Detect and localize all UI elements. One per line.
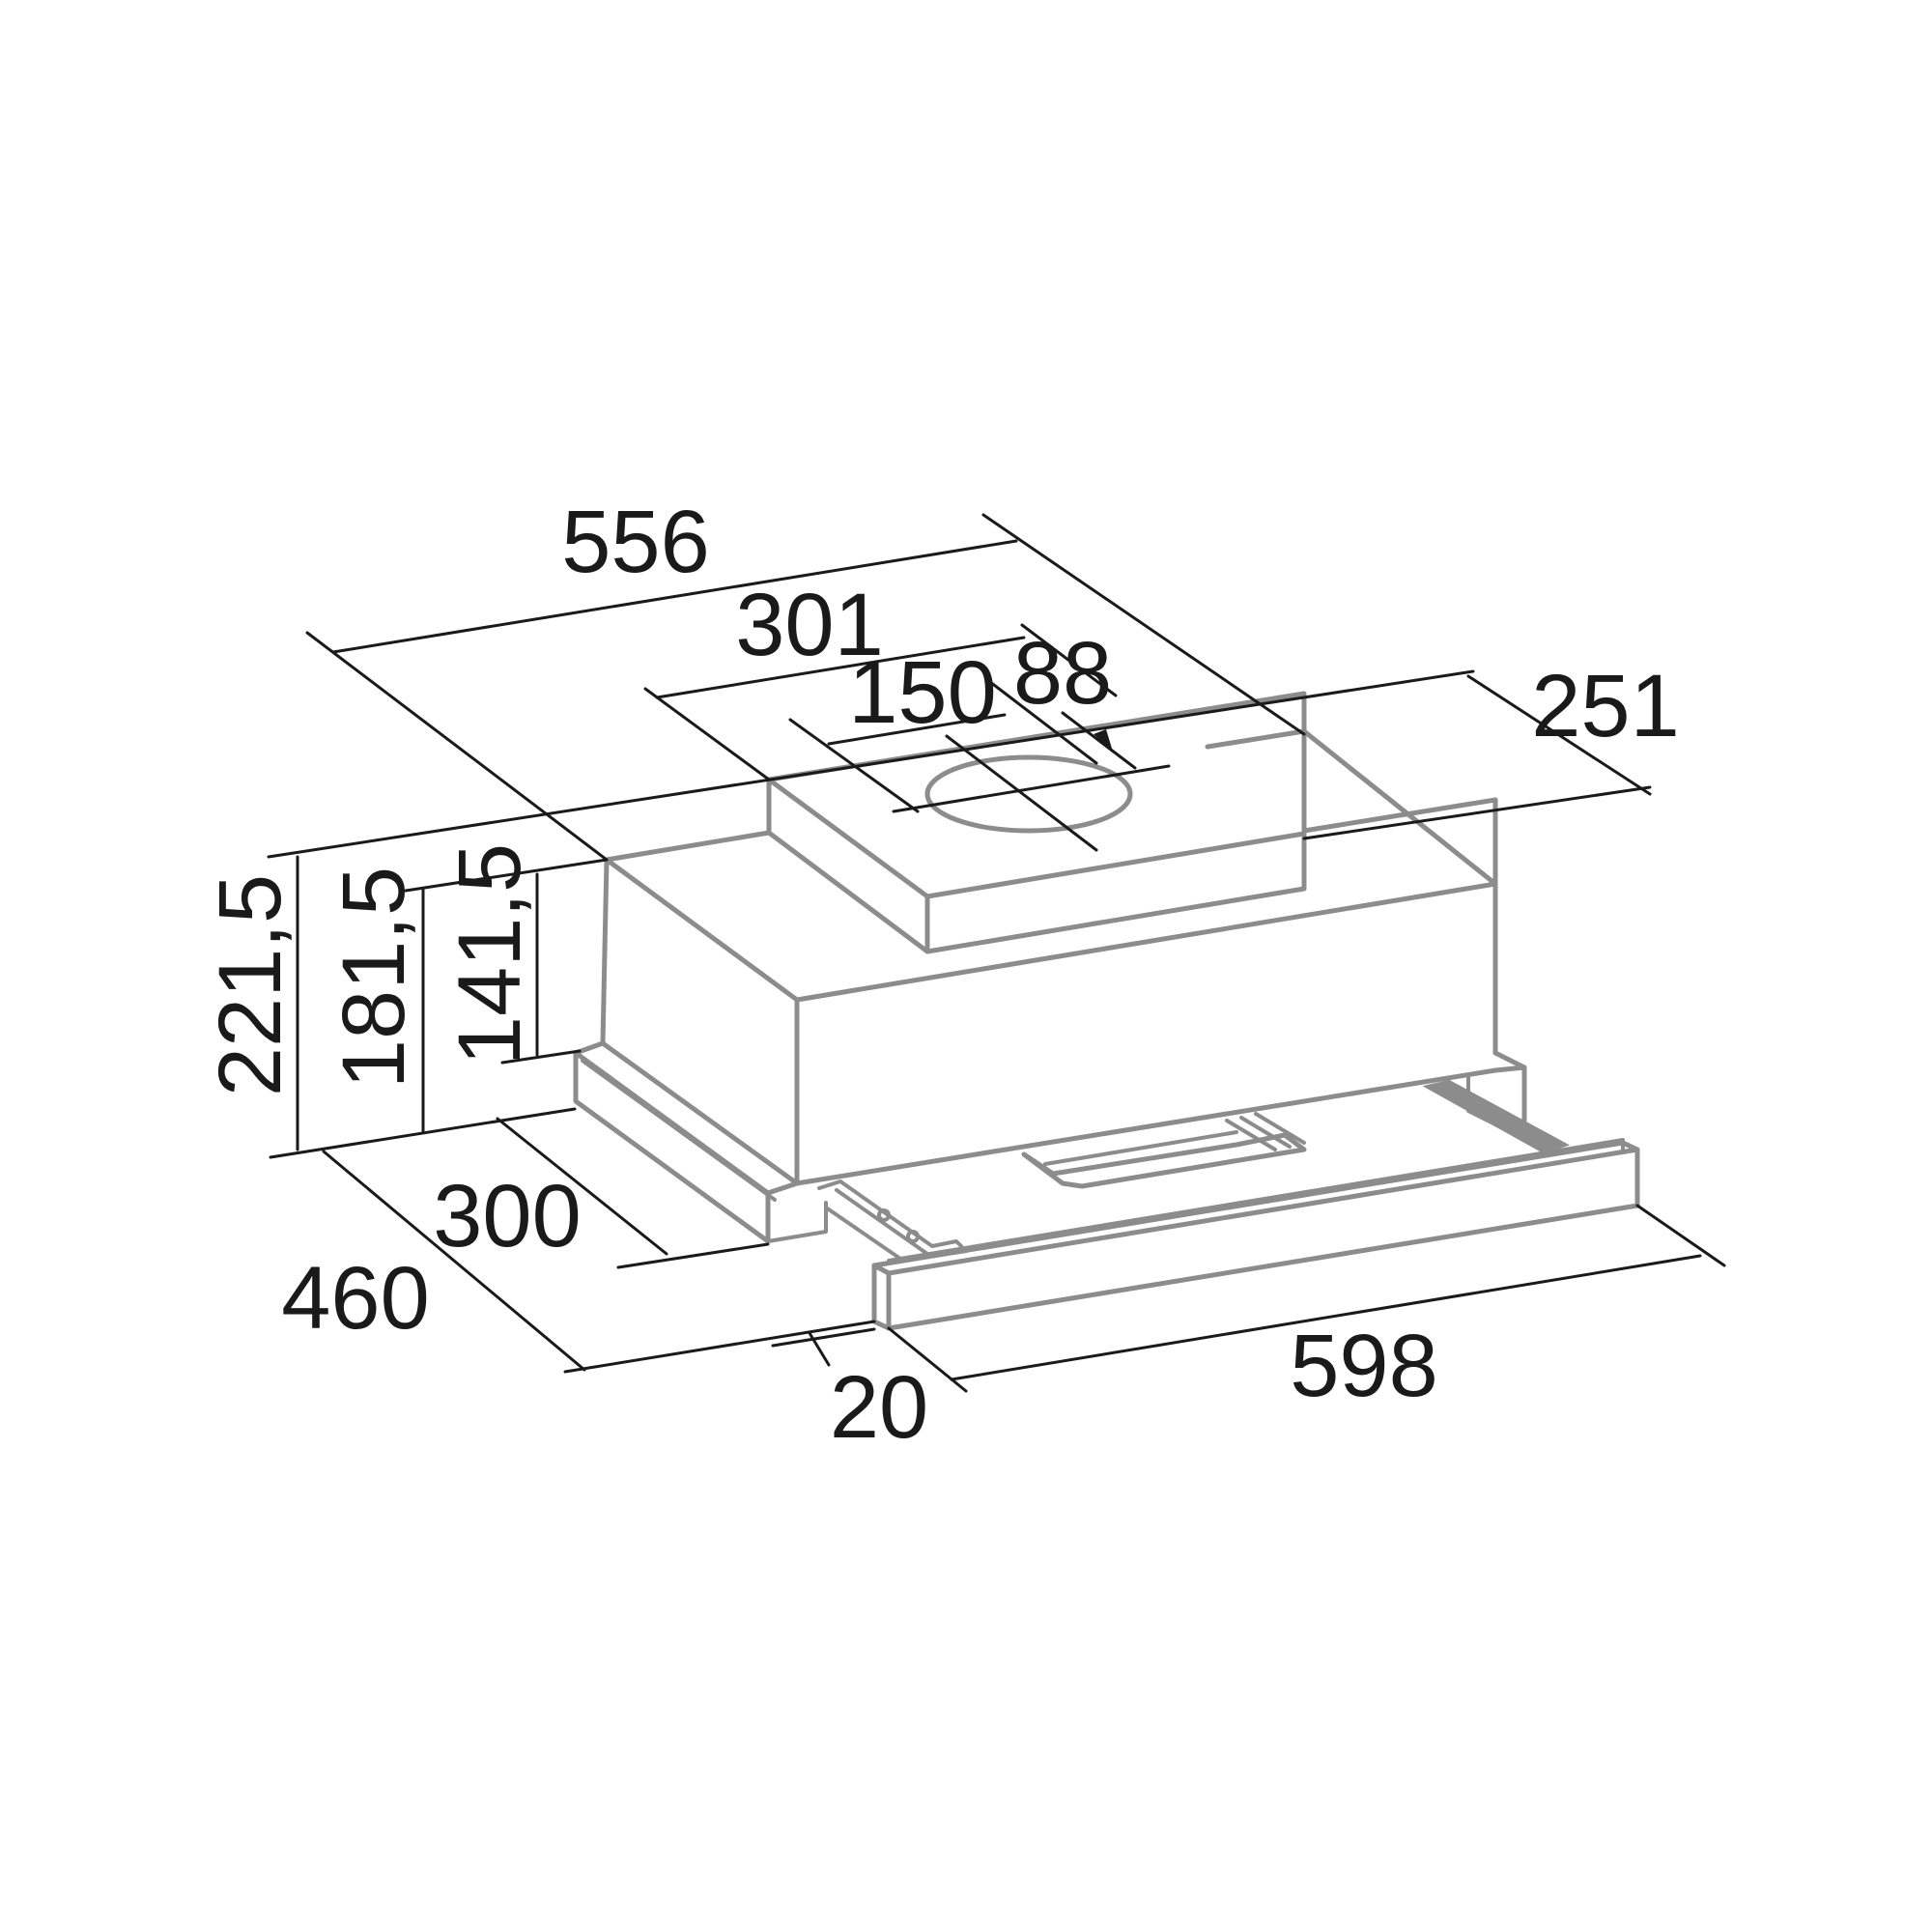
filter-grip xyxy=(1225,1112,1306,1151)
dim-556-ext-left xyxy=(305,631,609,862)
dim-301-ext-right xyxy=(1020,623,1118,697)
dim-300-label: 300 xyxy=(433,1167,582,1265)
dim-460-ext xyxy=(322,1150,586,1372)
dim-150-ext-right xyxy=(945,734,1098,852)
dim-88-line xyxy=(892,764,1171,813)
dim-598-label: 598 xyxy=(1290,1317,1438,1415)
right-rail-bracket xyxy=(1466,1075,1509,1132)
telescopic-filter xyxy=(1021,1132,1307,1189)
dim-181-5-label: 181,5 xyxy=(325,867,423,1089)
dim-598-line xyxy=(950,1254,1702,1381)
dim-300-ext xyxy=(496,1117,668,1256)
dim-141-5-label: 141,5 xyxy=(440,843,539,1065)
right-rail-top xyxy=(1492,1065,1527,1073)
dim-20-label: 20 xyxy=(830,1358,928,1457)
main-body-bottom-front xyxy=(794,1067,1498,1186)
main-body-left-edge xyxy=(604,797,1498,1003)
dim-251-bottom xyxy=(1302,785,1652,840)
dim-556-line xyxy=(331,539,1018,654)
dim-141-5-bottom xyxy=(500,1049,582,1065)
dim-150-label: 150 xyxy=(848,643,997,742)
dim-460-line xyxy=(563,1320,876,1374)
left-rail-side xyxy=(573,1050,771,1244)
main-body-left-vertical xyxy=(600,857,610,1046)
dim-20-line xyxy=(771,1327,876,1348)
dim-301-label: 301 xyxy=(735,576,884,674)
dim-300-line xyxy=(616,1242,770,1269)
dim-251-line xyxy=(267,669,1475,859)
dim-88-label: 88 xyxy=(1013,624,1112,723)
dim-556-label: 556 xyxy=(561,493,710,591)
main-body-top-right xyxy=(1301,797,1498,837)
front-panel-top xyxy=(871,1140,1640,1276)
dim-181-5-top xyxy=(404,858,609,893)
dimension-labels: 556 301 150 88 251 221,5 181,5 141,5 300… xyxy=(201,493,1680,1457)
dim-598-ext xyxy=(1635,1204,1726,1267)
dim-150-line xyxy=(827,713,1007,746)
dim-251-label: 251 xyxy=(1531,657,1680,755)
front-panel-face xyxy=(871,1147,1640,1331)
filter-rail-inner xyxy=(1043,1130,1238,1166)
main-body-rear-edge xyxy=(1205,728,1307,750)
dim-460-label: 460 xyxy=(281,1249,430,1348)
left-rail-end xyxy=(766,1201,828,1243)
spigot-circle xyxy=(924,754,1133,834)
front-panel-slot xyxy=(887,1138,1625,1263)
dim-556-ext-right xyxy=(981,513,1306,736)
hood-outline xyxy=(573,691,1640,1331)
main-body-top-left xyxy=(604,830,772,863)
left-slide-roller xyxy=(877,1208,891,1222)
left-rail-inner xyxy=(581,1059,777,1202)
dim-88-ext xyxy=(1061,711,1137,770)
left-slide-roller-2 xyxy=(906,1230,920,1243)
dim-301-ext-left xyxy=(643,687,771,781)
left-rail xyxy=(573,1040,800,1196)
dim-150-ext-right2 xyxy=(988,680,1098,765)
main-body-right-top xyxy=(1301,728,1498,887)
dimension-lines xyxy=(267,513,1726,1393)
spigot-box-front xyxy=(766,777,930,954)
dim-20-tick xyxy=(808,1331,831,1367)
right-rail-slide xyxy=(1422,1079,1571,1154)
dim-251-ext xyxy=(1466,674,1652,796)
left-slide-inner xyxy=(835,1188,929,1256)
dim-301-line xyxy=(655,636,1026,699)
dim-221-5-label: 221,5 xyxy=(201,874,299,1096)
dim-88-arrow xyxy=(1094,729,1113,752)
spigot-box-right xyxy=(924,831,1307,954)
